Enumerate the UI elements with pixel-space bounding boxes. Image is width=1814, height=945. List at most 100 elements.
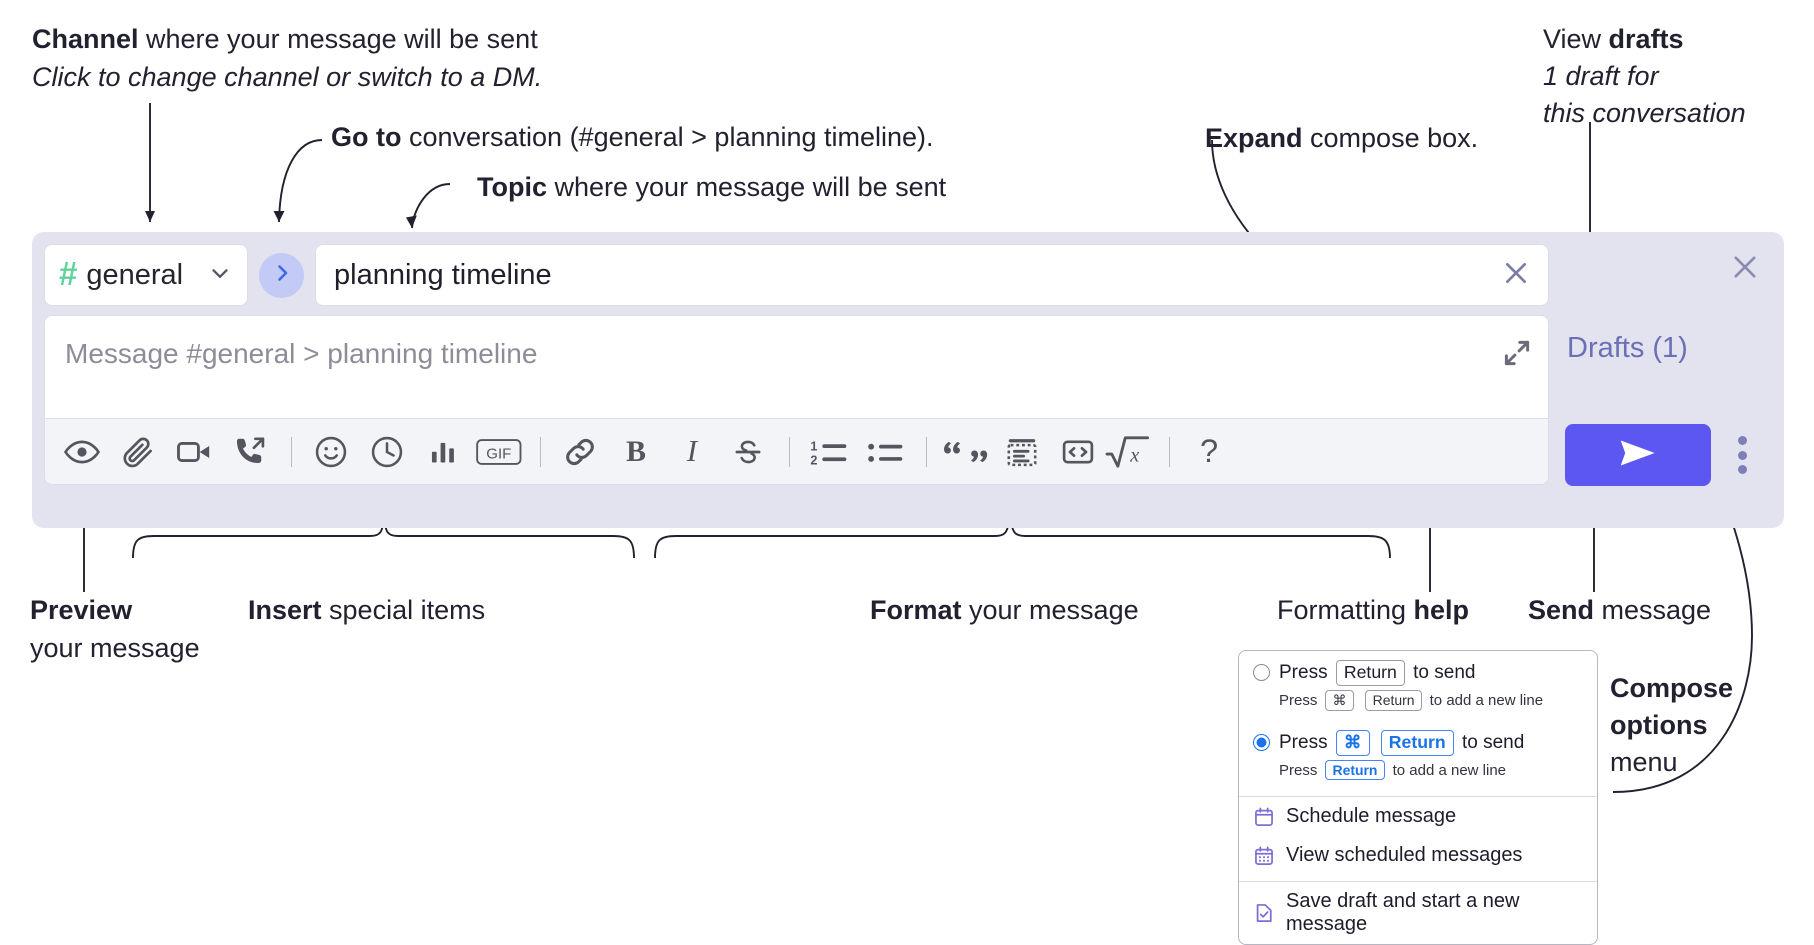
key-command: ⌘ — [1335, 729, 1370, 756]
reminder-button[interactable] — [364, 429, 410, 475]
expand-compose-button[interactable] — [1500, 336, 1534, 370]
close-compose-button[interactable] — [1728, 250, 1762, 284]
send-option-cmd-return-subtext: Press Return to add a new line — [1239, 756, 1597, 791]
separator-4 — [926, 436, 927, 467]
annotation-format: Format your message — [870, 594, 1139, 627]
key-command: ⌘ — [1324, 689, 1355, 711]
paper-plane-icon — [1614, 433, 1662, 478]
calendar-icon — [1253, 806, 1275, 828]
annotation-expand-rest: compose box. — [1302, 123, 1479, 153]
compose-options-menu: Press Return to send Press ⌘ Return to a… — [1238, 650, 1598, 945]
menu-item-label: Schedule message — [1286, 805, 1457, 828]
gif-button[interactable]: GIF — [476, 429, 522, 475]
more-vertical-icon — [1737, 465, 1747, 474]
annotation-goto: Go to conversation (#general > planning … — [331, 121, 934, 154]
message-input[interactable]: Message #general > planning timeline — [44, 315, 1549, 419]
link-button[interactable] — [557, 429, 603, 475]
help-button[interactable]: ? — [1186, 429, 1232, 475]
compose-header: # general planning timeline — [44, 244, 1549, 306]
close-icon[interactable] — [1500, 257, 1532, 294]
annotation-help-bold: help — [1413, 595, 1470, 625]
code-button[interactable] — [1055, 429, 1101, 475]
separator-2 — [540, 436, 541, 467]
annotation-compose-options-bold-1: Compose — [1610, 673, 1734, 703]
channel-selector[interactable]: # general — [44, 244, 248, 306]
formatting-toolbar: GIF B I 1 2 — [44, 419, 1549, 485]
annotation-channel-rest: where your message will be sent — [138, 24, 538, 54]
annotation-preview-rest: your message — [30, 632, 200, 663]
attach-button[interactable] — [115, 429, 161, 475]
svg-text:1: 1 — [810, 439, 817, 453]
message-placeholder: Message #general > planning timeline — [65, 338, 538, 369]
annotation-insert-bold: Insert — [248, 595, 322, 625]
emoji-button[interactable] — [308, 429, 354, 475]
annotation-help: Formatting help — [1277, 594, 1469, 627]
menu-item-label: Save draft and start a new message — [1286, 890, 1520, 936]
annotation-drafts: View drafts 1 draft for this conversatio… — [1543, 23, 1746, 130]
menu-item-view-scheduled-messages[interactable]: View scheduled messages — [1239, 836, 1597, 875]
send-option-return[interactable]: Press Return to send — [1239, 651, 1597, 686]
separator-1 — [291, 436, 292, 467]
gif-label: GIF — [486, 445, 511, 462]
menu-divider — [1239, 881, 1597, 883]
compose-options-button[interactable] — [1729, 432, 1755, 478]
topic-value: planning timeline — [334, 258, 552, 291]
math-button[interactable]: x — [1105, 429, 1151, 475]
video-button[interactable] — [171, 429, 217, 475]
document-check-icon — [1253, 902, 1275, 924]
compose-rail: Drafts (1) — [1549, 232, 1784, 528]
annotation-goto-rest: conversation (#general > planning timeli… — [401, 122, 934, 152]
blockquote-button[interactable] — [943, 429, 989, 475]
menu-item-schedule-message[interactable]: Schedule message — [1239, 797, 1597, 836]
strikethrough-button[interactable] — [725, 429, 771, 475]
send-option-return-subtext: Press ⌘ Return to add a new line — [1239, 686, 1597, 721]
annotation-preview-bold: Preview — [30, 595, 133, 625]
annotation-insert: Insert special items — [248, 594, 485, 627]
option-1-post: to send — [1413, 662, 1476, 683]
audio-button[interactable] — [227, 429, 273, 475]
bold-button[interactable]: B — [613, 429, 659, 475]
channel-name: general — [86, 258, 184, 291]
annotation-expand: Expand compose box. — [1205, 122, 1478, 155]
annotation-compose-options: Compose options menu — [1610, 672, 1733, 779]
send-option-cmd-return[interactable]: Press ⌘ Return to send — [1239, 721, 1597, 756]
code-block-button[interactable] — [999, 429, 1045, 475]
menu-item-save-draft[interactable]: Save draft and start a new message — [1239, 882, 1597, 944]
annotation-compose-options-rest: menu — [1610, 746, 1678, 777]
annotation-expand-bold: Expand — [1205, 123, 1303, 153]
key-return: Return — [1364, 689, 1423, 711]
drafts-link[interactable]: Drafts (1) — [1567, 332, 1688, 364]
annotation-drafts-italic-2: this conversation — [1543, 97, 1746, 128]
annotation-topic-rest: where your message will be sent — [547, 172, 947, 202]
option-2-sub-post: to add a new line — [1392, 761, 1507, 779]
annotation-drafts-bold: drafts — [1608, 24, 1684, 54]
radio-button[interactable] — [1253, 664, 1270, 681]
italic-button[interactable]: I — [669, 429, 715, 475]
radio-button-selected[interactable] — [1253, 733, 1270, 751]
more-vertical-icon — [1737, 436, 1747, 445]
chevron-down-icon — [207, 260, 233, 291]
annotation-drafts-italic-1: 1 draft for — [1543, 60, 1659, 91]
annotation-drafts-lead: View — [1543, 24, 1609, 54]
ordered-list-button[interactable]: 1 2 — [806, 429, 852, 475]
option-1-sub-pre: Press — [1279, 691, 1318, 709]
topic-input[interactable]: planning timeline — [315, 244, 1549, 306]
poll-button[interactable] — [420, 429, 466, 475]
annotation-send: Send message — [1528, 594, 1711, 627]
bullet-list-button[interactable] — [862, 429, 908, 475]
more-vertical-icon — [1737, 450, 1747, 460]
annotation-format-bold: Format — [870, 595, 962, 625]
annotation-compose-options-bold-2: options — [1610, 709, 1708, 740]
preview-button[interactable] — [59, 429, 105, 475]
key-return: Return — [1335, 660, 1405, 686]
annotation-goto-bold: Go to — [331, 122, 402, 152]
option-1-pre: Press — [1279, 662, 1328, 683]
goto-conversation-button[interactable] — [259, 252, 304, 298]
option-2-post: to send — [1461, 731, 1525, 753]
annotation-channel-italic: Click to change channel or switch to a D… — [32, 61, 543, 92]
italic-label: I — [686, 435, 699, 468]
menu-divider — [1239, 796, 1597, 798]
send-button[interactable] — [1565, 424, 1711, 486]
separator-3 — [789, 436, 790, 467]
annotation-topic-bold: Topic — [477, 172, 547, 202]
